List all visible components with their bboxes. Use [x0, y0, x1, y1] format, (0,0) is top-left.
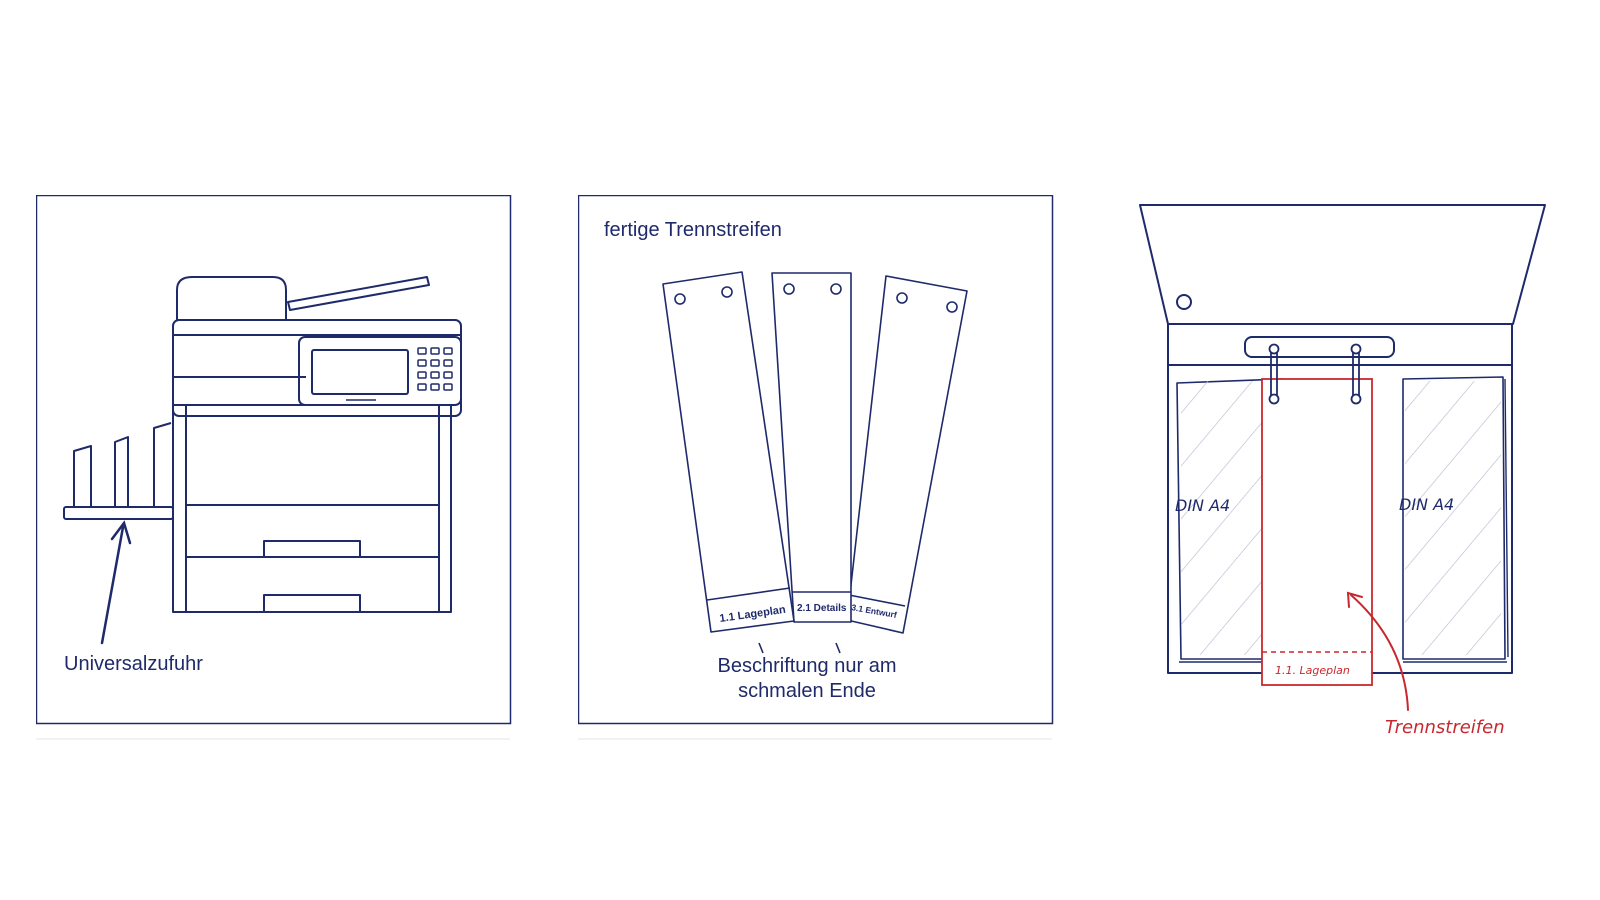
strip-2: [771, 272, 852, 623]
printer-caption: Universalzufuhr: [64, 653, 203, 675]
folder-panel: DIN A4 DIN A4 1.1. Lageplan Trennstreife…: [1139, 204, 1546, 738]
printer-panel: Universalzufuhr: [36, 195, 512, 740]
panel-frame: [578, 195, 1054, 725]
strips-title: fertige Trennstreifen: [604, 219, 782, 241]
strips-caption-line2: schmalen Ende: [738, 680, 876, 702]
strips-panel: fertige Trennstreifen 1.1 Lageplan 2.1 D…: [578, 195, 1054, 740]
right-doc-label: DIN A4: [1399, 495, 1454, 514]
left-doc-label: DIN A4: [1175, 496, 1230, 515]
arrow-icon: [100, 520, 132, 645]
strip-1: [662, 271, 795, 633]
strips-caption-line1: Beschriftung nur am: [718, 655, 897, 677]
callout-arrow-icon: [1346, 591, 1409, 711]
strip-label-2: 2.1 Details: [797, 603, 847, 614]
divider-strip: [1261, 378, 1373, 686]
callout-label: Trennstreifen: [1385, 717, 1505, 738]
printer-icon: [63, 276, 462, 613]
strip-3: [846, 275, 968, 634]
divider-strip-label: 1.1. Lageplan: [1275, 664, 1350, 677]
panel-frame: [36, 195, 512, 725]
